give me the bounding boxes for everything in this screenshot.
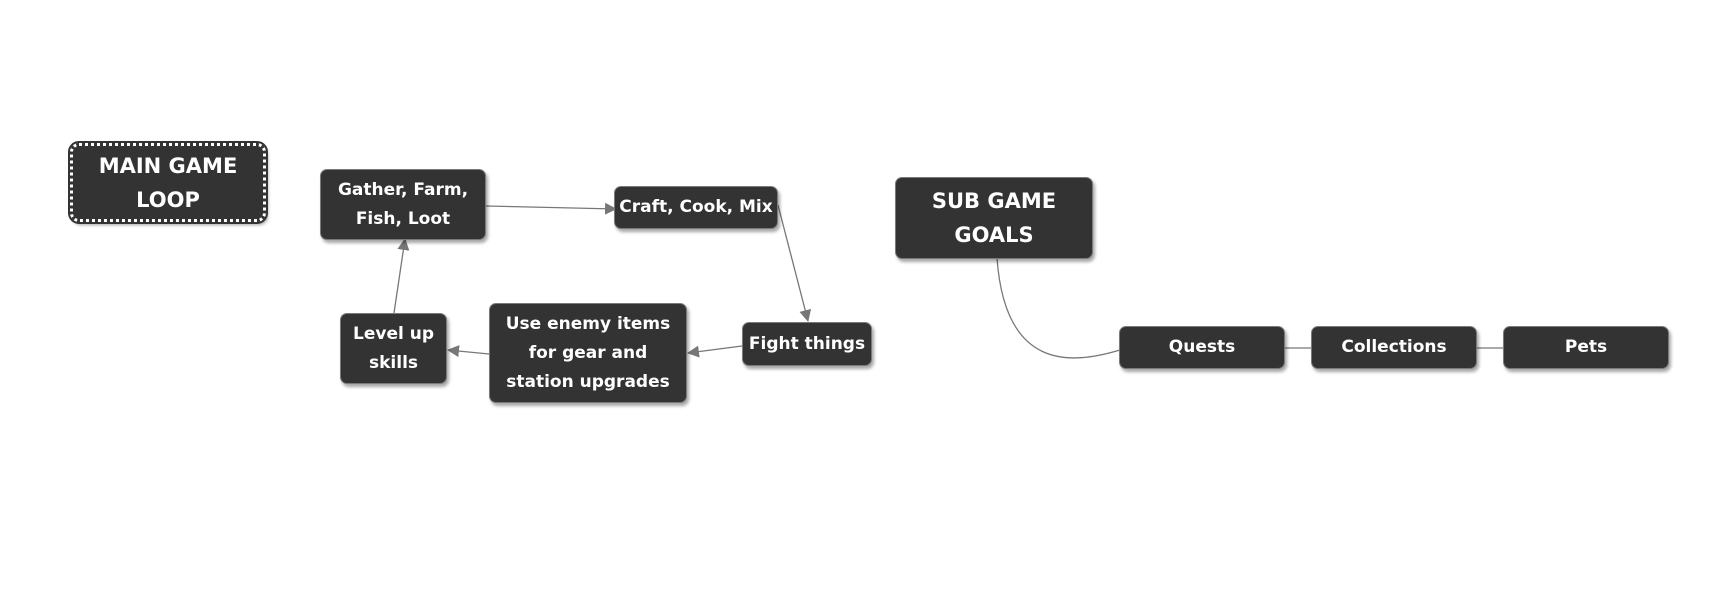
- sub-game-goals-node[interactable]: SUB GAME GOALS: [895, 177, 1093, 259]
- arrow-use-items-to-level-up: [447, 345, 490, 358]
- craft-cook-mix-node[interactable]: Craft, Cook, Mix: [614, 186, 778, 229]
- pets-node[interactable]: Pets: [1503, 326, 1669, 369]
- main-game-loop-node[interactable]: MAIN GAME LOOP: [68, 141, 268, 224]
- arrow-gather-to-craft: [485, 202, 617, 215]
- arrow-level-up-to-gather: [393, 238, 410, 314]
- connector-sub-goals-to-quests: [996, 257, 1121, 359]
- arrow-craft-to-fight: [777, 204, 812, 322]
- level-up-skills-node[interactable]: Level up skills: [340, 313, 447, 384]
- quests-node[interactable]: Quests: [1119, 326, 1285, 369]
- collections-node[interactable]: Collections: [1311, 326, 1477, 369]
- gather-farm-fish-loot-node[interactable]: Gather, Farm, Fish, Loot: [320, 169, 486, 240]
- fight-things-node[interactable]: Fight things: [742, 322, 872, 366]
- use-enemy-items-node[interactable]: Use enemy items for gear and station upg…: [489, 303, 687, 403]
- arrow-fight-to-use-items: [687, 345, 743, 358]
